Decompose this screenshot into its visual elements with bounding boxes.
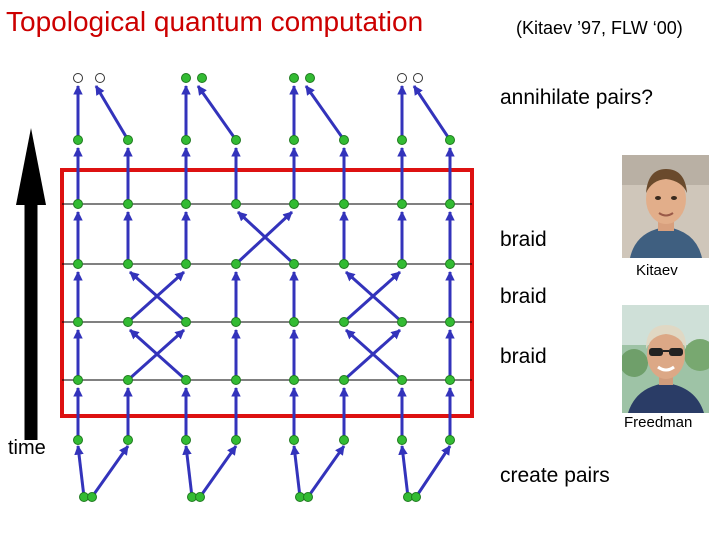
particle — [231, 317, 241, 327]
particle — [231, 199, 241, 209]
create-pairs-label: create pairs — [500, 464, 610, 487]
particle — [231, 375, 241, 385]
worldline-braid — [129, 270, 187, 324]
vacuum-marker — [413, 73, 423, 83]
particle — [181, 135, 191, 145]
particle — [181, 317, 191, 327]
particle-created — [87, 492, 97, 502]
particles — [73, 73, 455, 502]
particle — [445, 259, 455, 269]
particle — [231, 435, 241, 445]
worldline-annihilate — [94, 85, 130, 141]
braid-label-1: braid — [500, 228, 547, 251]
freedman-caption: Freedman — [624, 414, 693, 431]
worldlines — [73, 85, 455, 498]
particle-created — [303, 492, 313, 502]
worldline-annihilate — [412, 85, 452, 141]
particle — [339, 259, 349, 269]
time-arrow — [16, 128, 46, 440]
particle — [339, 135, 349, 145]
particle — [73, 135, 83, 145]
particle — [123, 435, 133, 445]
particle — [339, 199, 349, 209]
worldline-braid — [236, 210, 296, 266]
annihilate-pairs-label: annihilate pairs? — [500, 86, 653, 109]
particle — [181, 73, 191, 83]
particle — [289, 135, 299, 145]
particle — [445, 317, 455, 327]
time-slice-lines — [62, 203, 472, 381]
particle — [289, 435, 299, 445]
vacuum-marker — [73, 73, 83, 83]
worldline-create — [198, 445, 238, 498]
worldline-braid — [345, 328, 403, 382]
particle — [231, 135, 241, 145]
particle — [73, 259, 83, 269]
braid-label-2: braid — [500, 285, 547, 308]
particle — [123, 375, 133, 385]
particle — [123, 259, 133, 269]
particle — [73, 375, 83, 385]
particle — [397, 199, 407, 209]
particle — [445, 375, 455, 385]
particle — [289, 199, 299, 209]
vacuum-marker — [397, 73, 407, 83]
worldline-create — [74, 445, 86, 498]
worldline-create — [414, 445, 452, 498]
particle — [339, 375, 349, 385]
particle — [181, 435, 191, 445]
particle — [181, 259, 191, 269]
time-axis-label: time — [8, 437, 46, 459]
particle — [445, 199, 455, 209]
braid-region-frame — [60, 168, 474, 418]
particle — [231, 259, 241, 269]
particle — [397, 317, 407, 327]
particle-created — [195, 492, 205, 502]
particle — [73, 317, 83, 327]
particle — [181, 199, 191, 209]
kitaev-photo — [622, 155, 709, 258]
particle — [197, 73, 207, 83]
vacuum-marker — [95, 73, 105, 83]
particle — [397, 435, 407, 445]
particle — [289, 73, 299, 83]
particle — [181, 375, 191, 385]
particle — [289, 317, 299, 327]
particle — [123, 317, 133, 327]
worldline-create — [306, 445, 346, 498]
particle — [397, 259, 407, 269]
particle — [289, 375, 299, 385]
particle-created — [411, 492, 421, 502]
freedman-photo — [622, 305, 709, 413]
particle — [397, 135, 407, 145]
particle — [445, 135, 455, 145]
kitaev-caption: Kitaev — [636, 262, 678, 279]
particle — [123, 135, 133, 145]
worldline-annihilate — [304, 85, 346, 141]
worldline-create — [290, 445, 302, 498]
worldline-annihilate — [196, 85, 238, 141]
worldline-create — [398, 445, 410, 498]
page-title: Topological quantum computation — [6, 6, 424, 37]
particle — [339, 435, 349, 445]
worldline-braid — [345, 270, 403, 324]
particle — [289, 259, 299, 269]
particle — [339, 317, 349, 327]
particle — [73, 199, 83, 209]
braid-label-3: braid — [500, 345, 547, 368]
worldline-braid — [129, 328, 187, 382]
particle — [73, 435, 83, 445]
worldline-create — [182, 445, 194, 498]
citation: (Kitaev ’97, FLW ‘00) — [516, 18, 683, 38]
particle — [397, 375, 407, 385]
particle — [445, 435, 455, 445]
particle — [123, 199, 133, 209]
worldline-create — [90, 445, 130, 498]
particle — [305, 73, 315, 83]
